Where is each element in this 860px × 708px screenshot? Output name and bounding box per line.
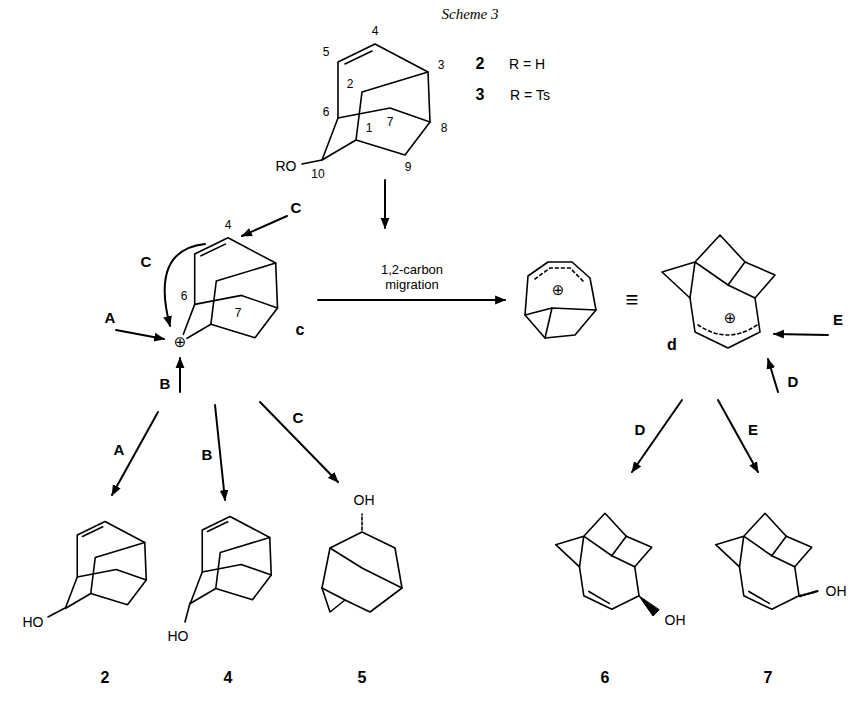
equivalence-sign: ≡: [625, 288, 640, 311]
intermediate-label: d: [666, 337, 678, 354]
compound-number: 2: [100, 670, 111, 687]
compound-2-3: [322, 44, 430, 160]
product-7: [716, 513, 812, 609]
compound-number: 3: [475, 87, 486, 104]
reaction-arrows: [112, 180, 828, 500]
cation-d-right: [662, 235, 775, 348]
pathway-letter: D: [787, 374, 800, 390]
atom-number: 6: [322, 106, 331, 119]
atom-number: 4: [224, 219, 233, 232]
cation-d-left: [545, 308, 552, 338]
reaction-arrows: [774, 334, 828, 335]
substituent-definition: R = Ts: [509, 88, 551, 103]
compound-number: 5: [357, 670, 368, 687]
compound-number: 7: [763, 670, 774, 687]
atom-number: 3: [437, 59, 446, 72]
product-6: [556, 513, 652, 609]
product-4: [185, 603, 190, 622]
intermediate-label: c: [295, 322, 306, 339]
atom-number: 6: [180, 290, 189, 303]
atom-number: 4: [371, 25, 380, 38]
atom-number: 10: [310, 168, 325, 181]
arrow-label: 1,2-carbon migration: [361, 263, 463, 293]
atom-number: 8: [440, 122, 449, 135]
product-5: [330, 548, 402, 588]
pathway-letter: D: [634, 422, 647, 438]
cation-d-left: [535, 268, 583, 281]
cation-charge: ⊕: [551, 282, 566, 298]
product-2: [48, 608, 65, 617]
reaction-arrows: [116, 330, 164, 339]
product-4: [190, 517, 271, 604]
product-6: [556, 513, 659, 616]
substituent: RO: [275, 159, 298, 174]
cation-charge: ⊕: [173, 334, 188, 350]
cation-c: [180, 238, 277, 342]
product-2: [65, 522, 146, 609]
hydroxyl-group: HO: [22, 615, 45, 630]
cation-d-right: [662, 235, 775, 348]
pathway-letter: C: [290, 200, 303, 216]
atom-number: 2: [346, 78, 355, 91]
reaction-arrows: [718, 400, 758, 472]
product-5: [361, 514, 363, 530]
reaction-arrows: [384, 180, 386, 228]
scheme-title: Scheme 3: [441, 6, 498, 23]
reaction-arrows: [165, 244, 205, 326]
hydroxyl-group: OH: [825, 584, 848, 599]
pathway-letter: E: [832, 312, 844, 328]
product-5: [322, 532, 402, 612]
product-6: [589, 591, 609, 603]
pathway-letter: A: [113, 442, 126, 458]
cation-charge: ⊕: [723, 310, 738, 326]
reaction-arrows: [768, 359, 778, 392]
compound-number: 2: [475, 56, 486, 73]
cation-d-left: [525, 262, 596, 338]
atom-number: 5: [322, 46, 331, 59]
hydroxyl-group: OH: [353, 493, 376, 508]
cation-d-left: [525, 262, 596, 338]
pathway-letter: C: [140, 254, 153, 270]
atom-number: 7: [386, 116, 395, 129]
product-5: [322, 588, 345, 612]
product-7: [749, 591, 769, 603]
product-4: [185, 517, 271, 623]
reaction-arrows: [112, 412, 158, 495]
cation-d-right: [698, 325, 757, 335]
cation-d-left: [525, 308, 596, 315]
atom-number: 7: [234, 307, 243, 320]
cation-c: [180, 238, 277, 342]
reaction-arrows: [215, 405, 225, 500]
compound-number: 4: [223, 670, 234, 687]
atom-number: 9: [404, 161, 413, 174]
reaction-arrows: [318, 299, 505, 301]
substituent-definition: R = H: [508, 57, 546, 72]
hydroxyl-group: OH: [664, 613, 687, 628]
pathway-letter: C: [292, 410, 305, 426]
product-2: [48, 522, 146, 618]
pathway-letter: B: [201, 447, 214, 463]
product-5: [322, 514, 402, 612]
reaction-arrows: [260, 402, 338, 482]
pathway-letter: B: [159, 376, 172, 392]
product-7: [716, 513, 818, 609]
pathway-letter: A: [104, 310, 117, 326]
product-7: [800, 591, 818, 596]
compound-number: 6: [600, 670, 611, 687]
compound-2-3: [302, 44, 430, 164]
pathway-letter: E: [747, 422, 759, 438]
reaction-arrows: [242, 216, 287, 236]
reaction-arrows: [179, 358, 181, 392]
hydroxyl-group: HO: [167, 629, 190, 644]
compound-2-3: [302, 160, 322, 164]
atom-number: 1: [365, 122, 374, 135]
reaction-arrows: [632, 400, 682, 472]
product-6: [639, 596, 659, 616]
